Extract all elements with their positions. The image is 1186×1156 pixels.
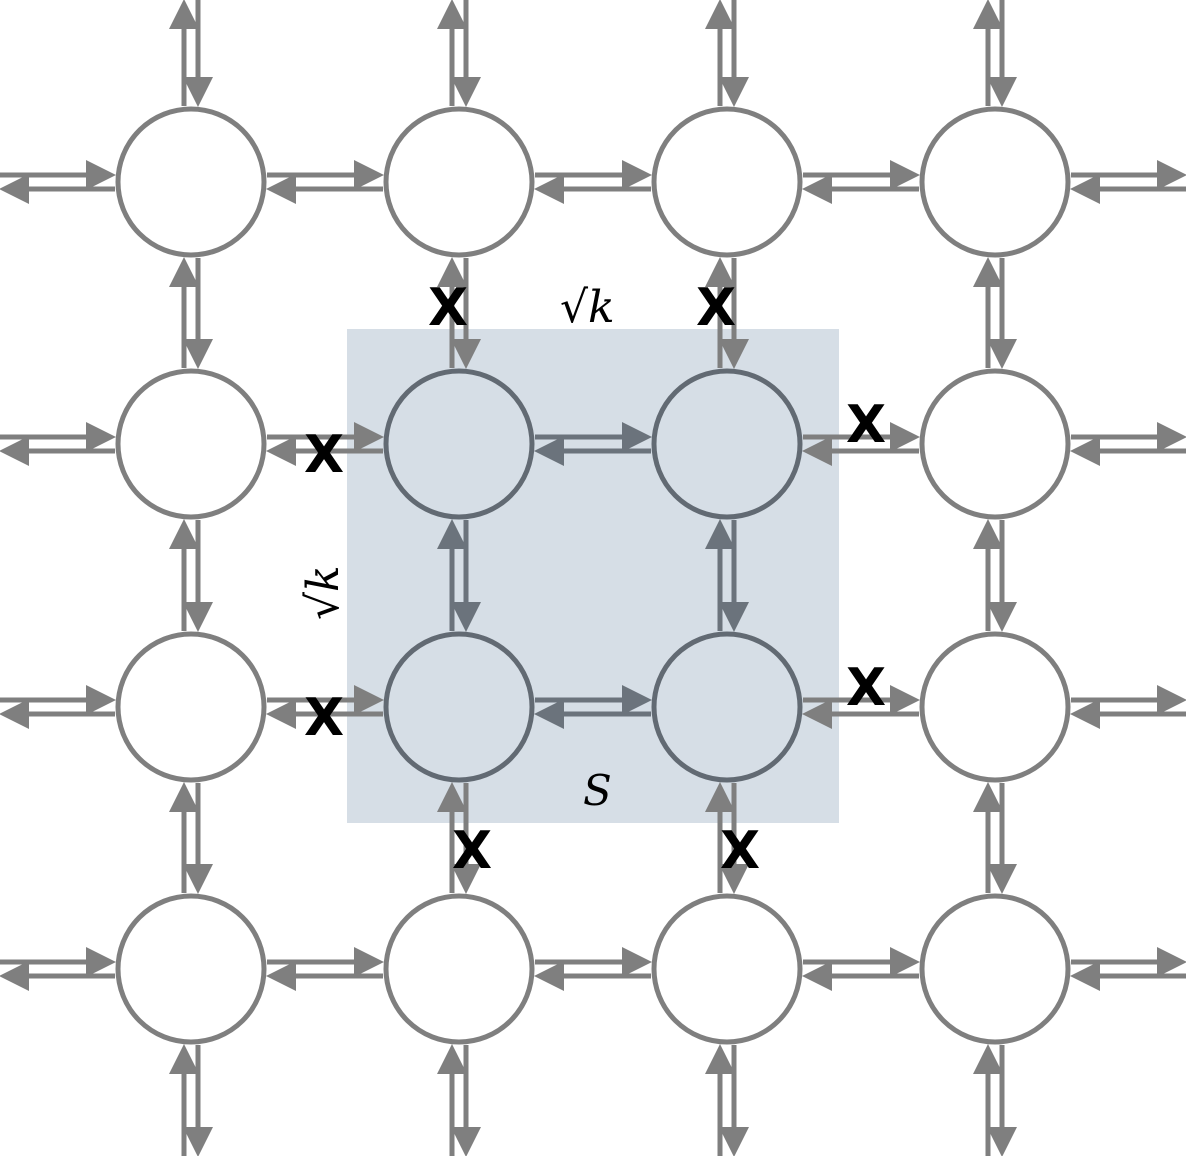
grid-node	[651, 106, 803, 258]
grid-node	[115, 106, 267, 258]
grid-node	[919, 368, 1071, 520]
grid-node	[919, 631, 1071, 783]
grid-node	[115, 631, 267, 783]
subset-node	[383, 631, 535, 783]
cut-edge-marker: X	[846, 658, 886, 718]
cut-edge-marker: X	[428, 278, 468, 338]
cut-edge-marker: X	[720, 821, 760, 881]
subset-node	[651, 631, 803, 783]
subset-top-size-label: √k	[560, 282, 615, 333]
subset-name-label: S	[583, 766, 612, 815]
cut-edge-marker: X	[304, 688, 344, 748]
grid-node	[115, 368, 267, 520]
grid-node	[383, 893, 535, 1045]
subset-node	[383, 368, 535, 520]
grid-node	[651, 893, 803, 1045]
cut-edge-marker: X	[846, 395, 886, 455]
cut-edge-marker: X	[452, 821, 492, 881]
grid-node	[919, 106, 1071, 258]
grid-node	[919, 893, 1071, 1045]
subset-side-size-label: √k	[298, 565, 349, 620]
subset-node	[651, 368, 803, 520]
grid-node	[115, 893, 267, 1045]
nodes-layer	[115, 106, 1071, 1045]
cut-edge-marker: X	[696, 278, 736, 338]
cut-markers-layer: X X X X X X X X	[304, 278, 886, 881]
cut-edge-marker: X	[304, 425, 344, 485]
grid-node	[383, 106, 535, 258]
